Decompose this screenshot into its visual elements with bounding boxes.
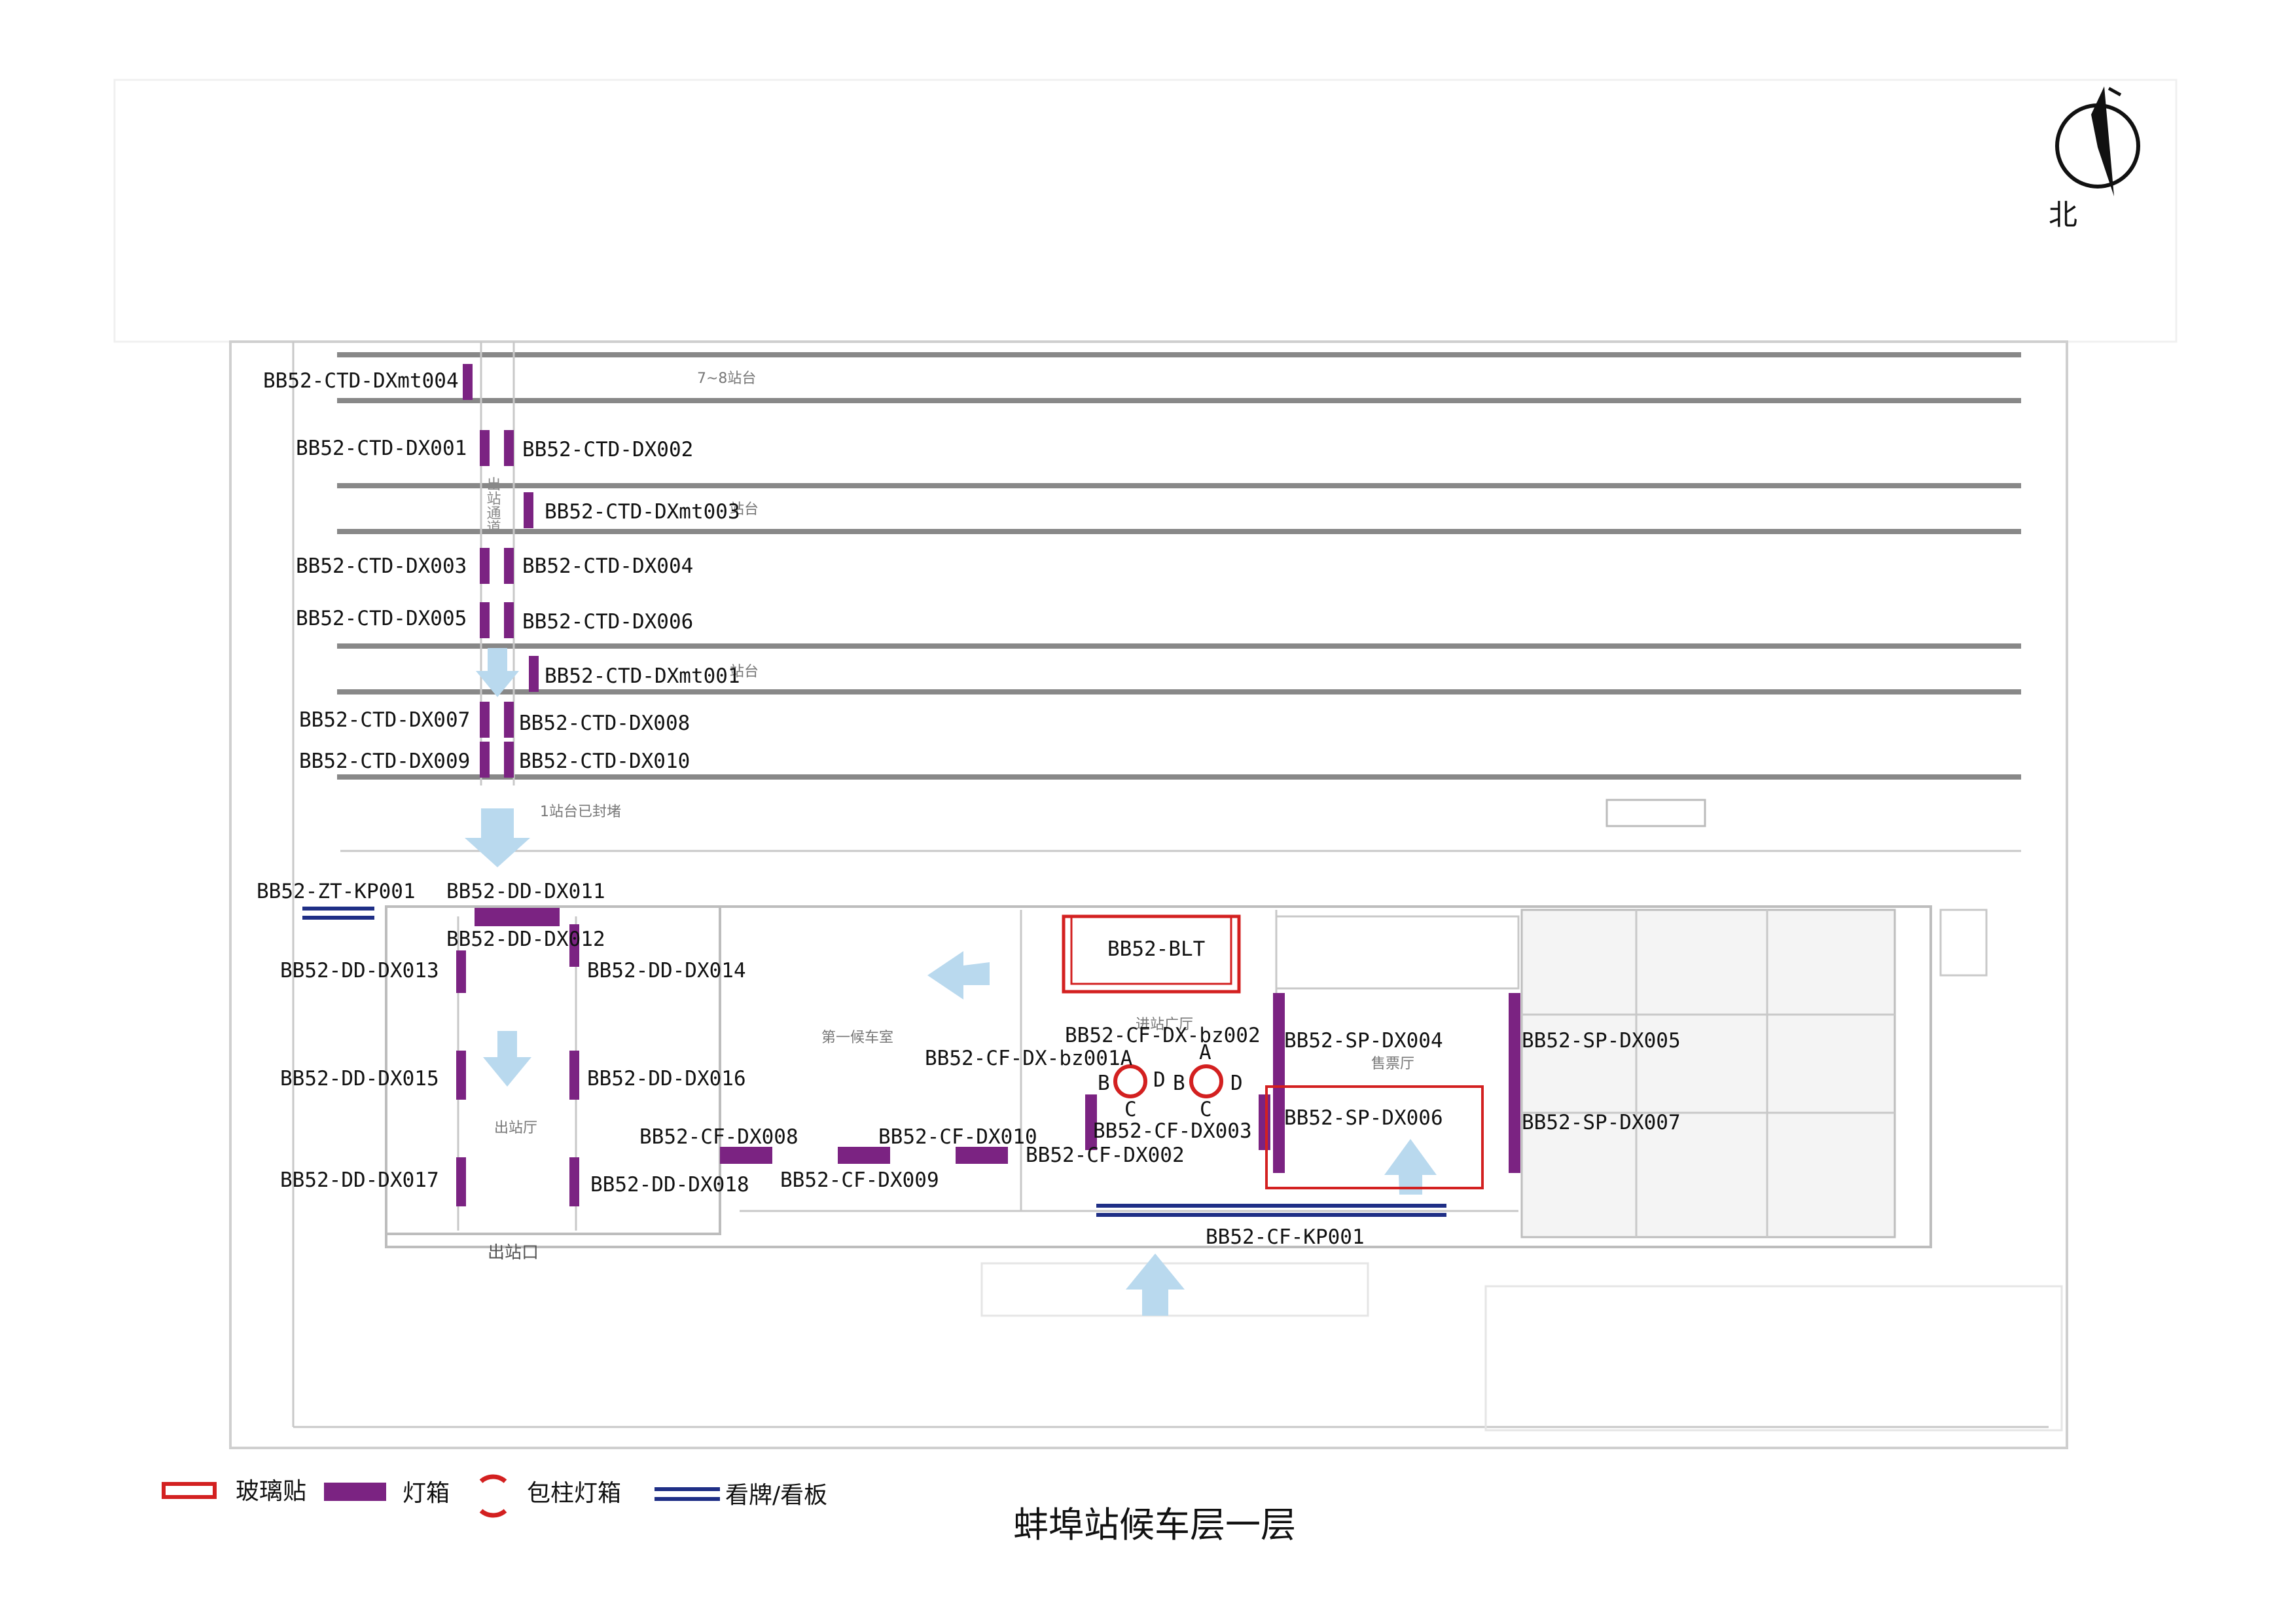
flow-arrows — [465, 648, 1437, 1316]
legend-lightbox-label: 灯箱 — [403, 1480, 450, 1507]
label-ctd-008: BB52-CTD-DX008 — [519, 712, 690, 735]
platform-78-text: 7~8站台 — [697, 370, 756, 387]
label-ctd-mt004: BB52-CTD-DXmt004 — [263, 369, 459, 393]
label-cf-bz002: BB52-CF-DX-bz002 — [1065, 1024, 1261, 1047]
north-compass-icon — [2055, 86, 2140, 196]
label-dd-016: BB52-DD-DX016 — [587, 1067, 746, 1091]
label-ctd-mt001: BB52-CTD-DXmt001 — [545, 664, 740, 688]
label-ctd-004: BB52-CTD-DX004 — [522, 554, 693, 578]
col-letter-d2: D — [1230, 1072, 1243, 1095]
column-lightbox-icon — [479, 1474, 507, 1518]
label-ctd-006: BB52-CTD-DX006 — [522, 610, 693, 634]
lightbox-markers — [456, 364, 1520, 1206]
legend-glass-swatch — [162, 1482, 217, 1499]
col-letter-c2: C — [1200, 1098, 1212, 1121]
label-sp-004: BB52-SP-DX004 — [1284, 1029, 1443, 1053]
label-dd-017: BB52-DD-DX017 — [280, 1168, 439, 1192]
label-cf-009: BB52-CF-DX009 — [780, 1168, 939, 1192]
label-dd-015: BB52-DD-DX015 — [280, 1067, 439, 1091]
label-cf-008: BB52-CF-DX008 — [639, 1125, 798, 1149]
room-ticket-hall: 售票厅 — [1371, 1056, 1414, 1072]
platform-structure — [1605, 799, 1706, 827]
header-frame — [113, 79, 2178, 343]
room-exit-gate: 出站口 — [488, 1243, 539, 1263]
label-dd-012: BB52-DD-DX012 — [446, 928, 605, 951]
compass-north-label: 北 — [2049, 198, 2077, 232]
label-ctd-003: BB52-CTD-DX003 — [296, 554, 467, 578]
label-ctd-010: BB52-CTD-DX010 — [519, 749, 690, 773]
label-ctd-mt003: BB52-CTD-DXmt003 — [545, 500, 740, 524]
room-entry-hall: 进站广厅 — [1136, 1017, 1193, 1033]
label-ctd-001: BB52-CTD-DX001 — [296, 437, 467, 460]
label-ctd-005: BB52-CTD-DX005 — [296, 607, 467, 630]
label-cf-010: BB52-CF-DX010 — [878, 1125, 1037, 1149]
label-cf-003: BB52-CF-DX003 — [1093, 1119, 1252, 1143]
col-letter-a: A — [1199, 1041, 1211, 1064]
label-cf-002: BB52-CF-DX002 — [1026, 1144, 1185, 1167]
legend-billboard-label: 看牌/看板 — [725, 1482, 827, 1509]
column-lightbox-markers — [1113, 1064, 1223, 1098]
room-exit-hall: 出站厅 — [494, 1120, 537, 1136]
label-sp-007: BB52-SP-DX007 — [1522, 1111, 1681, 1134]
label-ctd-009: BB52-CTD-DX009 — [299, 749, 470, 773]
label-sp-005: BB52-SP-DX005 — [1522, 1029, 1681, 1053]
legend-glass-label: 玻璃贴 — [236, 1478, 306, 1505]
platform-1-text: 1站台已封堵 — [540, 804, 621, 820]
label-ctd-002: BB52-CTD-DX002 — [522, 438, 693, 461]
legend-lightbox-swatch — [324, 1483, 386, 1501]
col-letter-d1: D — [1153, 1068, 1166, 1092]
label-zt-kp001: BB52-ZT-KP001 — [257, 880, 416, 903]
col-letter-b2: B — [1173, 1072, 1185, 1095]
page-title: 蚌埠站候车层一层 — [1013, 1504, 1296, 1545]
label-blt: BB52-BLT — [1107, 937, 1205, 961]
label-dd-018: BB52-DD-DX018 — [590, 1173, 749, 1197]
exit-passage-text: 出站通道 — [484, 477, 501, 534]
platform-tracks — [337, 352, 2021, 780]
platform-mid2-text: 站台 — [730, 664, 759, 680]
label-ctd-007: BB52-CTD-DX007 — [299, 708, 470, 732]
label-dd-011: BB52-DD-DX011 — [446, 880, 605, 903]
room-waiting1: 第一候车室 — [821, 1030, 893, 1046]
col-letter-b1: B — [1098, 1072, 1110, 1095]
label-cf-bz001a: BB52-CF-DX-bz001A — [925, 1047, 1133, 1070]
drawing-frame — [229, 340, 2068, 1449]
label-cf-kp001: BB52-CF-KP001 — [1206, 1225, 1365, 1249]
legend-column-lightbox-label: 包柱灯箱 — [527, 1480, 621, 1507]
legend: 玻璃贴 灯箱 包柱灯箱 看牌/看板 — [162, 1474, 827, 1518]
platform-mid1-text: 站台 — [730, 501, 759, 518]
label-dd-014: BB52-DD-DX014 — [587, 959, 746, 983]
label-dd-013: BB52-DD-DX013 — [280, 959, 439, 983]
glass-sticker-markers — [1062, 914, 1484, 1189]
col-letter-c1: C — [1124, 1098, 1137, 1121]
billboard-markers — [302, 907, 1446, 1217]
station-building — [385, 905, 2063, 1432]
label-sp-006: BB52-SP-DX006 — [1284, 1106, 1443, 1130]
